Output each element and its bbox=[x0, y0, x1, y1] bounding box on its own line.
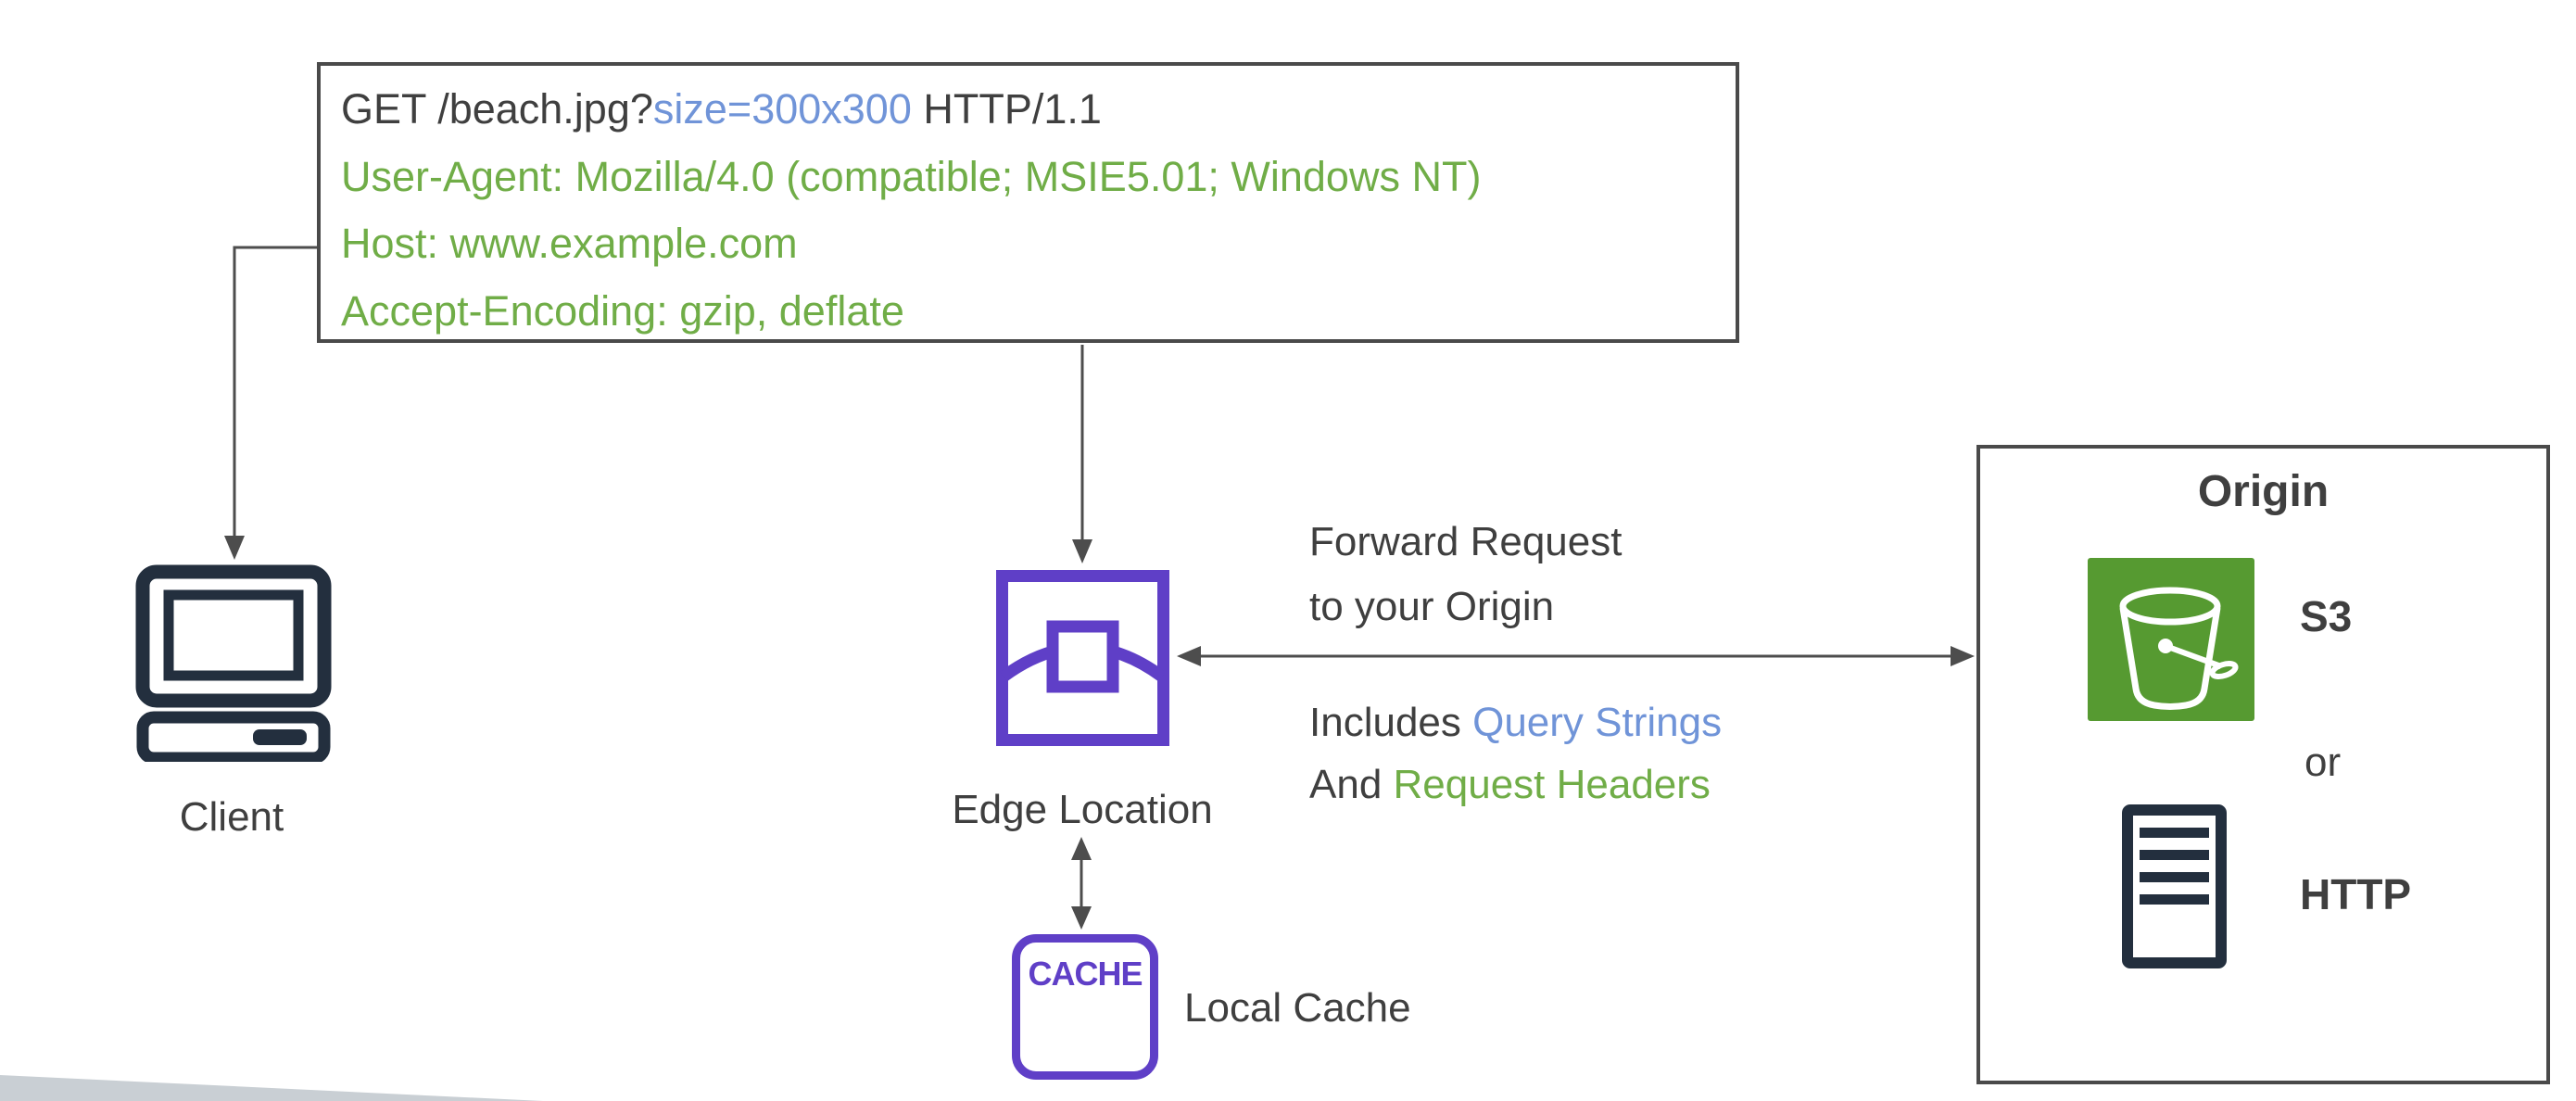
query-strings-text: Query Strings bbox=[1472, 700, 1723, 745]
http-server-icon bbox=[2122, 804, 2227, 968]
request-to-client-arrow bbox=[224, 246, 317, 560]
request-host-header: Host: www.example.com bbox=[341, 220, 798, 267]
edge-origin-arrow bbox=[1177, 646, 1975, 666]
request-accept-encoding-header: Accept-Encoding: gzip, deflate bbox=[341, 286, 904, 335]
request-user-agent-header: User-Agent: Mozilla/4.0 (compatible; MSI… bbox=[341, 152, 1482, 200]
client-computer-icon bbox=[135, 564, 332, 762]
request-to-edge-arrow bbox=[1072, 345, 1092, 563]
local-cache-label: Local Cache bbox=[1184, 985, 1411, 1031]
and-line: And Request Headers bbox=[1309, 762, 1711, 808]
forward-request-line2: to your Origin bbox=[1309, 584, 1555, 629]
forward-request-line1: Forward Request bbox=[1309, 519, 1623, 564]
request-http-version: HTTP/1.1 bbox=[911, 85, 1102, 133]
and-prefix: And bbox=[1309, 762, 1394, 807]
request-method-path: GET /beach.jpg? bbox=[341, 85, 653, 133]
request-query-string: size=300x300 bbox=[652, 85, 912, 133]
request-line-1: GET /beach.jpg?size=300x300 HTTP/1.1 bbox=[341, 76, 1719, 144]
edge-location-icon bbox=[996, 570, 1169, 746]
or-label: or bbox=[2305, 740, 2342, 785]
includes-prefix: Includes bbox=[1309, 700, 1473, 745]
s3-bucket-icon bbox=[2088, 558, 2254, 721]
http-label: HTTP bbox=[2300, 870, 2412, 918]
edge-cache-arrow bbox=[1071, 837, 1092, 930]
edge-location-label: Edge Location bbox=[952, 787, 1213, 832]
includes-line: Includes Query Strings bbox=[1309, 700, 1722, 746]
cache-badge-text: CACHE bbox=[1028, 955, 1143, 993]
origin-box bbox=[1976, 445, 2550, 1084]
s3-label: S3 bbox=[2300, 592, 2353, 640]
request-headers-text: Request Headers bbox=[1393, 762, 1711, 807]
cache-icon: CACHE bbox=[1012, 934, 1158, 1080]
client-label: Client bbox=[179, 794, 284, 840]
origin-title: Origin bbox=[2197, 467, 2330, 516]
http-request-box: GET /beach.jpg?size=300x300 HTTP/1.1 Use… bbox=[317, 62, 1739, 343]
